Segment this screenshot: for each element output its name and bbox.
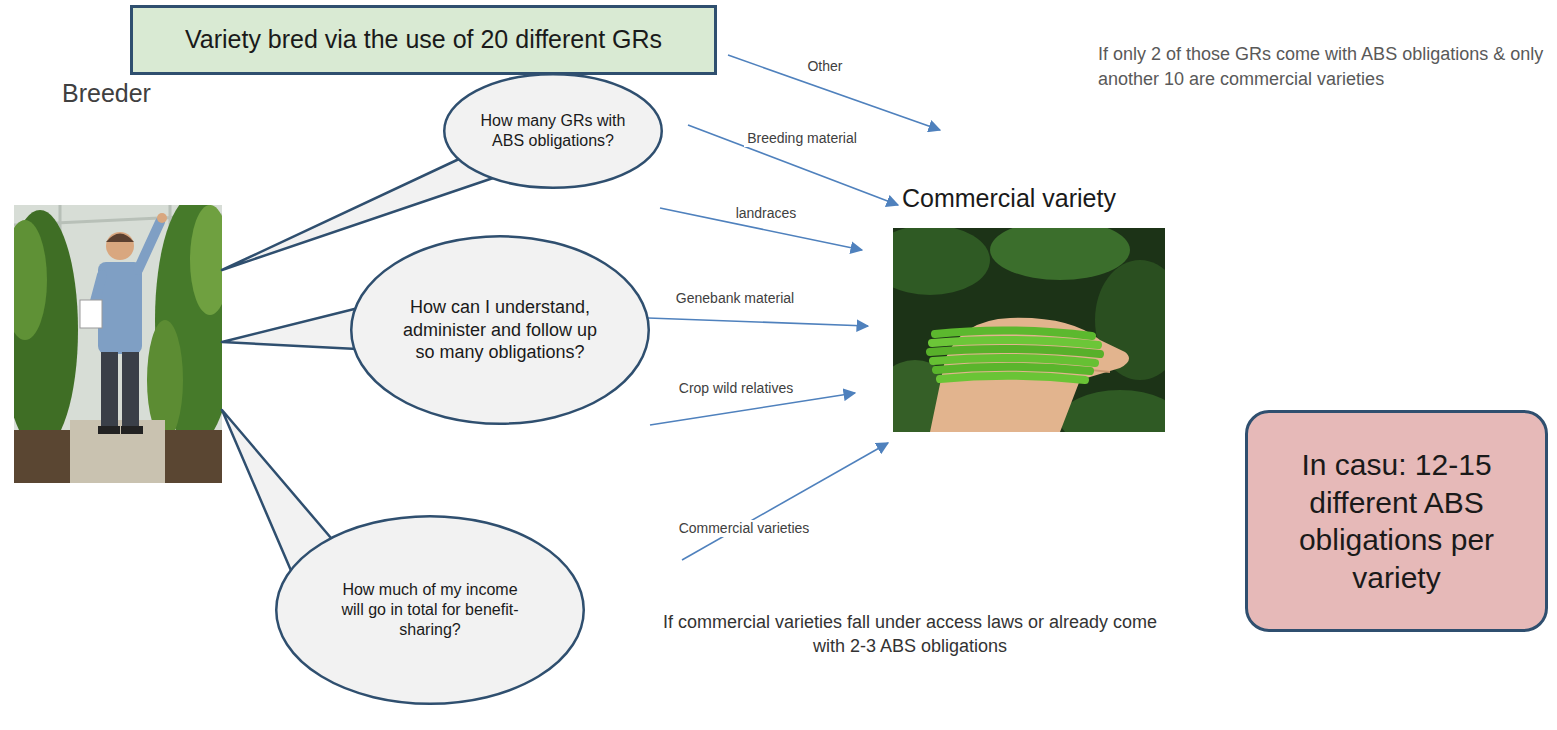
- arrow-label: Crop wild relatives: [676, 380, 796, 397]
- arrow-line: [688, 125, 898, 205]
- bean-photo: [893, 228, 1165, 432]
- arrow-label: landraces: [733, 205, 800, 222]
- bubble-question: How much of my income will go in total f…: [330, 580, 530, 640]
- bubble-tail: [222, 308, 358, 349]
- variety-node: Commercial variety: [893, 183, 1173, 433]
- note-text: If commercial varieties fall under acces…: [660, 610, 1160, 659]
- bubble-question: How can I understand, administer and fol…: [400, 296, 600, 364]
- speech-bubble: How many GRs with ABS obligations?: [443, 73, 663, 189]
- arrow-label: Genebank material: [673, 290, 797, 307]
- arrow-label: Other: [804, 58, 845, 75]
- arrow-line: [650, 393, 855, 425]
- source-arrows: [648, 55, 940, 560]
- result-box: In casu: 12-15 different ABS obligations…: [1245, 410, 1548, 632]
- breeder-node: Breeder: [14, 78, 222, 483]
- node-heading: Commercial variety: [902, 183, 1173, 214]
- arrow-label: Breeding material: [744, 130, 860, 147]
- speech-bubble: How can I understand, administer and fol…: [350, 235, 650, 425]
- box-text: Variety bred via the use of 20 different…: [185, 24, 662, 55]
- bubble-ellipse: [444, 74, 662, 188]
- arrow-label: Commercial varieties: [676, 520, 813, 537]
- bubble-question: How many GRs with ABS obligations?: [478, 111, 628, 151]
- speech-bubble: How much of my income will go in total f…: [275, 515, 585, 705]
- node-heading: Breeder: [62, 78, 222, 109]
- bubble-ellipse: [351, 236, 649, 424]
- arrow-line: [648, 318, 868, 326]
- bubble-ellipse: [276, 516, 584, 704]
- note-text: If only 2 of those GRs come with ABS obl…: [1098, 42, 1553, 92]
- arrow-line: [682, 443, 888, 560]
- arrow-line: [728, 55, 940, 130]
- breeder-photo: [14, 205, 222, 483]
- title-box: Variety bred via the use of 20 different…: [130, 5, 717, 75]
- bubble-outline: [443, 73, 663, 189]
- box-text: In casu: 12-15 different ABS obligations…: [1262, 446, 1531, 596]
